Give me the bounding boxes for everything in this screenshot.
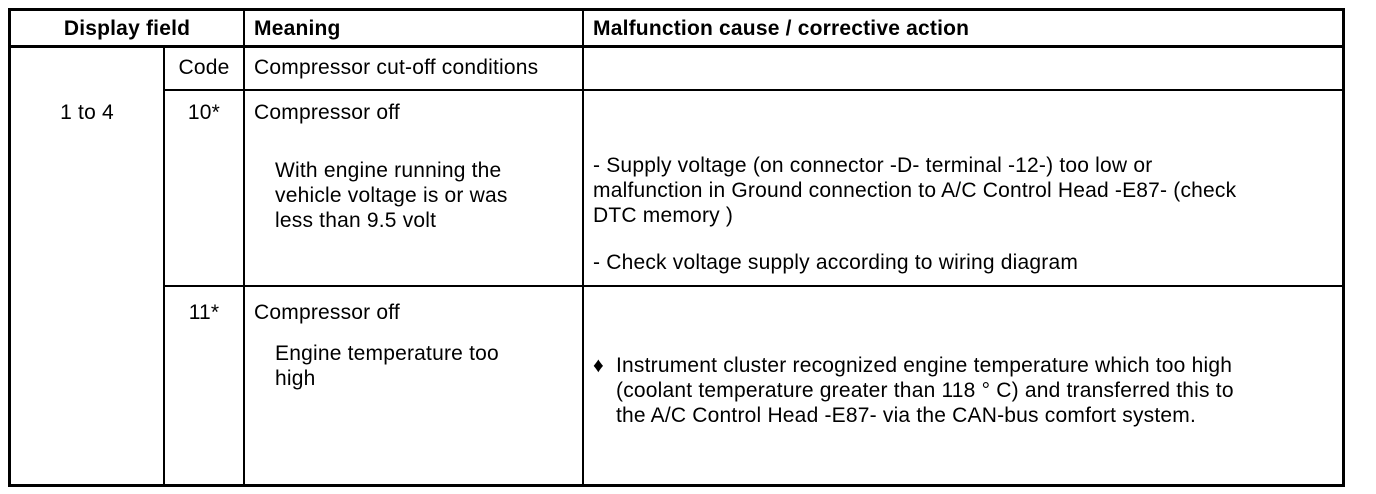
text-line: Engine temperature too — [275, 342, 499, 365]
text-line: - Supply voltage (on connector -D- termi… — [593, 154, 1153, 177]
text-line: - Check voltage supply according to wiri… — [593, 251, 1079, 274]
text-line: malfunction in Ground connection to A/C … — [593, 179, 1237, 202]
text-line: the A/C Control Head -E87- via the CAN-b… — [616, 404, 1196, 427]
code-cell-11: 11* — [163, 287, 243, 484]
malfunction-cell-10: - Supply voltage (on connector -D- termi… — [582, 91, 1342, 287]
malfunction-table: Display field Meaning Malfunction cause … — [8, 8, 1345, 487]
text-line: DTC memory ) — [593, 204, 734, 227]
malfunction-paragraph-check-voltage: - Check voltage supply according to wiri… — [593, 250, 1334, 275]
text-line: less than 9.5 volt — [275, 209, 437, 232]
text-line: (coolant temperature greater than 118 ° … — [616, 379, 1234, 402]
malfunction-paragraph-instrument-cluster: ♦ Instrument cluster recognized engine t… — [593, 353, 1334, 428]
display-field-value-cell: 1 to 4 — [60, 101, 114, 124]
malfunction-cell-empty — [582, 48, 1342, 91]
text-line: high — [275, 367, 316, 390]
bullet-text-block: Instrument cluster recognized engine tem… — [616, 353, 1234, 428]
malfunction-cell-11: ♦ Instrument cluster recognized engine t… — [582, 287, 1342, 484]
code-cell-10: 10* — [163, 91, 243, 287]
code-label-cell: Code — [163, 48, 243, 91]
text-line: vehicle voltage is or was — [275, 184, 508, 207]
diamond-bullet-icon: ♦ — [593, 354, 604, 377]
meaning-cell-10: Compressor off With engine running the v… — [243, 91, 582, 287]
meaning-cell-code-row: Compressor cut-off conditions — [243, 48, 582, 91]
text-line: With engine running the — [275, 159, 502, 182]
header-malfunction-cause: Malfunction cause / corrective action — [582, 11, 1342, 48]
meaning-cell-11: Compressor off Engine temperature too hi… — [243, 287, 582, 484]
meaning-detail-10: With engine running the vehicle voltage … — [254, 158, 576, 233]
meaning-detail-11: Engine temperature too high — [254, 341, 576, 391]
malfunction-paragraph-supply-voltage: - Supply voltage (on connector -D- termi… — [593, 153, 1334, 228]
meaning-title-11: Compressor off — [254, 301, 400, 324]
text-line: Instrument cluster recognized engine tem… — [616, 354, 1233, 377]
meaning-title-10: Compressor off — [254, 101, 400, 124]
header-meaning: Meaning — [243, 11, 582, 48]
header-display-field: Display field — [11, 11, 243, 48]
